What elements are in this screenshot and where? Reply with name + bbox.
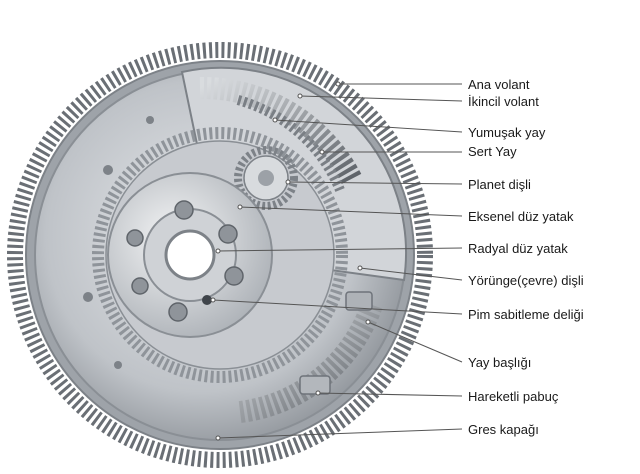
- pin-fixing-hole: [202, 295, 212, 305]
- leader-yay-basligi: [367, 321, 463, 363]
- leader-hareketli-pabuc: [317, 392, 463, 397]
- spring-cap: [345, 291, 373, 311]
- leader-lines: [212, 83, 463, 439]
- ring-gear-teeth: [7, 42, 433, 468]
- label-eksenel-duz-yatak: Eksenel düz yatak: [468, 209, 574, 224]
- label-ikincil-volant: İkincil volant: [468, 94, 539, 109]
- orbit-gear-teeth: [92, 127, 348, 383]
- leader-eksenel-duz-yatak: [239, 206, 463, 217]
- leader-yorunge-disli: [359, 267, 463, 281]
- leader-gres-kapagi: [217, 428, 463, 439]
- planet-gear: [234, 146, 298, 210]
- face-holes: [83, 116, 154, 369]
- label-planet-disli: Planet dişli: [468, 177, 531, 192]
- leader-pim-sabitleme: [212, 299, 463, 315]
- leader-ikincil-volant: [299, 95, 463, 102]
- soft-spring: [199, 76, 362, 186]
- leader-radyal-duz-yatak: [217, 247, 463, 252]
- label-radyal-duz-yatak: Radyal düz yatak: [468, 241, 568, 256]
- lower-spring: [238, 301, 383, 423]
- label-yay-basligi: Yay başlığı: [468, 355, 532, 370]
- sliding-shoe: [299, 375, 331, 395]
- hub-bolts: [126, 200, 244, 322]
- label-gres-kapagi: Gres kapağı: [468, 422, 539, 437]
- center-bore: [164, 229, 216, 281]
- label-pim-sabitleme-deligi: Pim sabitleme deliği: [468, 307, 584, 322]
- leader-yumusak-yay: [274, 119, 463, 133]
- label-sert-yay: Sert Yay: [468, 144, 517, 159]
- label-ana-volant: Ana volant: [468, 77, 530, 92]
- label-yumusak-yay: Yumuşak yay: [468, 125, 546, 140]
- leader-planet-disli: [287, 181, 463, 185]
- leader-dots: [210, 81, 371, 441]
- label-hareketli-pabuc: Hareketli pabuç: [468, 389, 559, 404]
- label-yorunge-disli: Yörünge(çevre) dişli: [468, 273, 584, 288]
